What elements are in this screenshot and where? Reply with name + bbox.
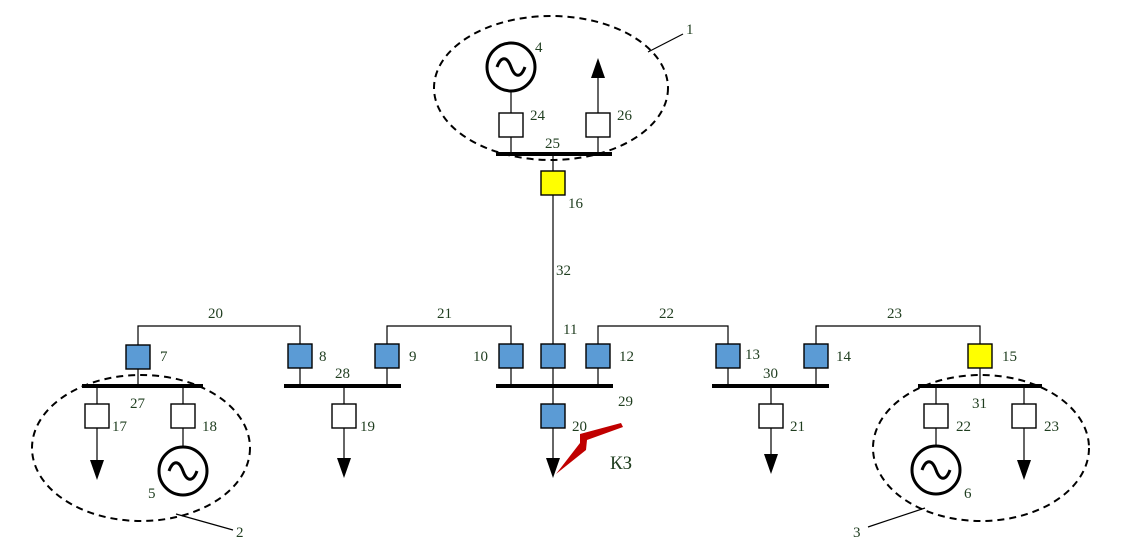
load-arrow-icon bbox=[337, 458, 351, 478]
generator-4 bbox=[485, 41, 537, 93]
bus-30-label: 30 bbox=[763, 366, 778, 382]
generator-6 bbox=[910, 444, 962, 496]
switch-16-label: 16 bbox=[568, 196, 584, 212]
line-32-label: 32 bbox=[556, 263, 571, 279]
line-21-label: 21 bbox=[437, 306, 452, 322]
switch-10 bbox=[498, 343, 524, 369]
switch-14 bbox=[803, 343, 829, 369]
switch-14-label: 14 bbox=[836, 349, 852, 365]
load-arrow-icon bbox=[1017, 460, 1031, 480]
sine-wave-icon bbox=[167, 461, 199, 481]
switch-16 bbox=[540, 170, 566, 196]
switch-15 bbox=[967, 343, 993, 369]
sine-wave-icon bbox=[920, 460, 952, 480]
zone-2-boundary bbox=[31, 374, 251, 522]
switch-8-label: 8 bbox=[319, 349, 327, 365]
line-22-label: 22 bbox=[659, 306, 674, 322]
line-23-label: 23 bbox=[887, 306, 902, 322]
generator-5 bbox=[157, 445, 209, 497]
line-22 bbox=[597, 325, 729, 344]
bus-29-label: 29 bbox=[618, 394, 633, 410]
switch-12-label: 12 bbox=[619, 349, 634, 365]
switch-20 bbox=[540, 403, 566, 429]
switch-26 bbox=[585, 112, 611, 138]
switch-24-label: 24 bbox=[530, 108, 546, 124]
bus-31-label: 31 bbox=[972, 396, 987, 412]
zone-1-leader bbox=[647, 33, 684, 53]
switch-15-label: 15 bbox=[1002, 349, 1017, 365]
switch-21 bbox=[758, 403, 784, 429]
switch-21-label: 21 bbox=[790, 419, 805, 435]
bus-27-label: 27 bbox=[130, 396, 146, 412]
switch-19-label: 19 bbox=[360, 419, 375, 435]
bus-28-label: 28 bbox=[335, 366, 350, 382]
switch-8 bbox=[287, 343, 313, 369]
generator-6-label: 6 bbox=[964, 486, 972, 502]
switch-20-label: 20 bbox=[572, 419, 587, 435]
load-arrow-icon bbox=[591, 58, 605, 78]
switch-17 bbox=[84, 403, 110, 429]
switch-12 bbox=[585, 343, 611, 369]
switch-11-label: 11 bbox=[563, 322, 577, 338]
switch-18 bbox=[170, 403, 196, 429]
line-20 bbox=[137, 325, 301, 345]
zone-1-boundary bbox=[433, 15, 669, 161]
switch-22 bbox=[923, 403, 949, 429]
switch-18-label: 18 bbox=[202, 419, 217, 435]
switch-24 bbox=[498, 112, 524, 138]
load-arrow-icon bbox=[764, 454, 778, 474]
zone-1-label: 1 bbox=[686, 22, 694, 38]
zone-3-boundary bbox=[872, 374, 1090, 522]
zone-3-leader bbox=[867, 507, 926, 528]
fault-label: КЗ bbox=[610, 453, 632, 474]
load-arrow-icon bbox=[546, 458, 560, 478]
bus-25-label: 25 bbox=[545, 136, 560, 152]
switch-19 bbox=[331, 403, 357, 429]
load-arrow-icon bbox=[90, 460, 104, 480]
zone-3-label: 3 bbox=[853, 525, 861, 541]
switch-23-label: 23 bbox=[1044, 419, 1059, 435]
line-21 bbox=[386, 325, 512, 344]
generator-4-label: 4 bbox=[535, 40, 543, 56]
line-20-label: 20 bbox=[208, 306, 223, 322]
switch-10-label: 10 bbox=[473, 349, 488, 365]
switch-9 bbox=[374, 343, 400, 369]
generator-5-label: 5 bbox=[148, 486, 156, 502]
switch-13 bbox=[715, 343, 741, 369]
switch-23 bbox=[1011, 403, 1037, 429]
switch-26-label: 26 bbox=[617, 108, 633, 124]
fault-lightning-icon bbox=[556, 423, 623, 474]
switch-7 bbox=[125, 344, 151, 370]
zone-2-leader bbox=[175, 513, 234, 531]
switch-7-label: 7 bbox=[160, 349, 168, 365]
zone-2-label: 2 bbox=[236, 525, 244, 541]
line-23 bbox=[815, 325, 981, 344]
switch-17-label: 17 bbox=[112, 419, 128, 435]
sine-wave-icon bbox=[495, 57, 527, 77]
switch-11 bbox=[540, 343, 566, 369]
switch-13-label: 13 bbox=[745, 347, 760, 363]
switch-22-label: 22 bbox=[956, 419, 971, 435]
switch-9-label: 9 bbox=[409, 349, 417, 365]
